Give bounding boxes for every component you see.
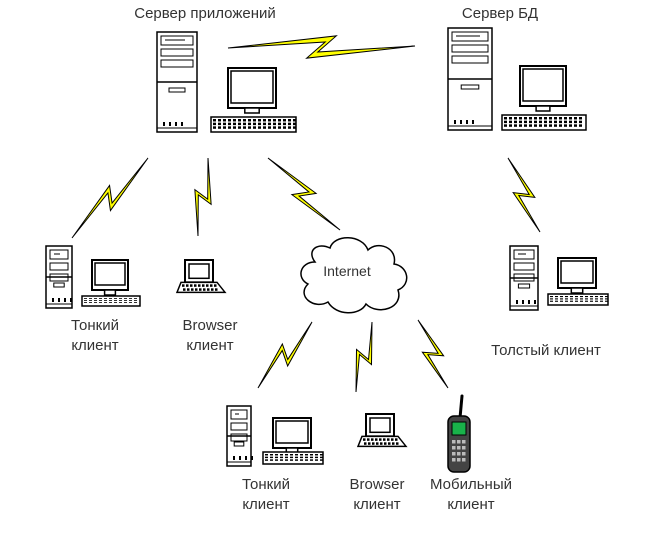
db-server-keyboard-icon (501, 114, 587, 131)
mobile-phone-icon (447, 394, 471, 473)
thick-client-monitor-icon (557, 257, 597, 294)
db-server-tower-icon (447, 27, 493, 131)
thin-client-bottom-label-line2: клиент (242, 496, 290, 513)
thin-client-bottom-tower-icon (226, 405, 253, 467)
db-server-label: Сервер БД (461, 5, 539, 22)
mobile-client-label-line1: Мобильный (430, 476, 512, 493)
link-app-server-internet (267, 157, 341, 231)
app-server-keyboard-icon (210, 116, 297, 133)
db-server-monitor-icon (519, 65, 567, 112)
browser-client-bottom-label-line1: Browser (349, 476, 405, 493)
thick-client-keyboard-icon (547, 293, 609, 306)
browser-client-bottom-label-line2: клиент (353, 496, 401, 513)
browser-client-top-label-line2: клиент (186, 337, 234, 354)
thick-client-tower-icon (509, 245, 539, 311)
app-server-label: Сервер приложений (134, 5, 276, 22)
app-server-tower-icon (156, 31, 198, 133)
thick-client-label: Толстый клиент (491, 342, 601, 359)
link-db-server-thick-client (507, 157, 541, 233)
thin-client-bottom-label-line1: Тонкий (242, 476, 290, 493)
app-server-monitor-icon (227, 67, 277, 114)
thin-client-top-label-line2: клиент (71, 337, 119, 354)
thin-client-top-keyboard-icon (81, 295, 141, 307)
thin-client-top-label-line1: Тонкий (71, 317, 119, 334)
browser-client-bottom-laptop-icon (356, 413, 408, 448)
thin-client-bottom-monitor-icon (272, 417, 312, 454)
link-app-db-server (227, 35, 416, 59)
internet-label: Internet (323, 263, 371, 279)
link-internet-browser-client (355, 321, 373, 393)
link-app-server-browser-client (194, 157, 212, 237)
mobile-client-label-line2: клиент (447, 496, 495, 513)
link-internet-mobile-client (417, 319, 449, 389)
browser-client-top-laptop-icon (175, 259, 227, 294)
browser-client-top-label-line1: Browser (182, 317, 238, 334)
link-internet-thin-client (257, 321, 313, 389)
thin-client-top-tower-icon (45, 245, 73, 309)
thin-client-bottom-keyboard-icon (262, 451, 324, 465)
thin-client-top-monitor-icon (91, 259, 129, 296)
internet-cloud-icon (300, 237, 408, 314)
link-app-server-thin-client (71, 157, 149, 239)
